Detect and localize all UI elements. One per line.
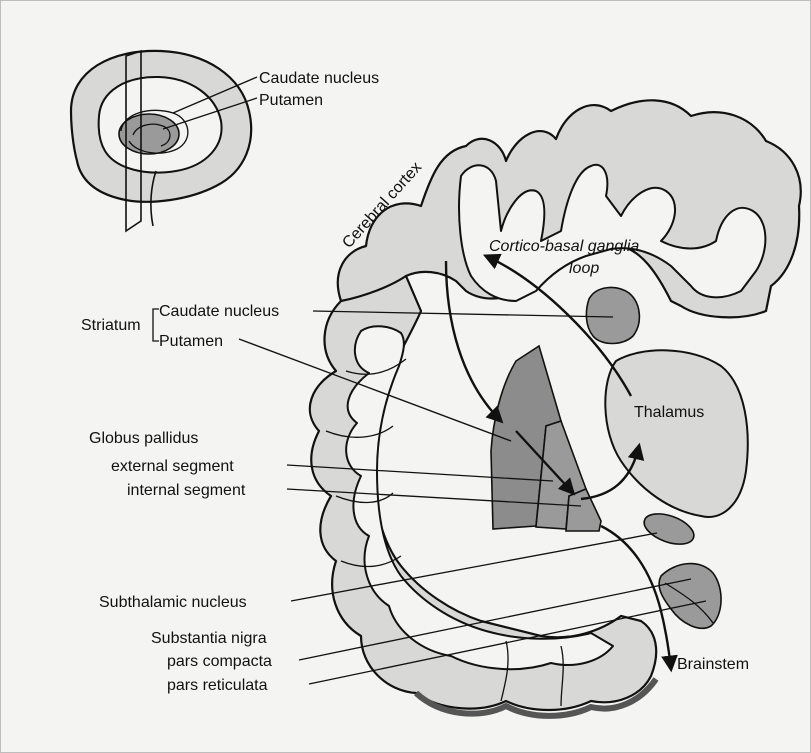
inset-caudate-label: Caudate nucleus: [259, 70, 379, 87]
substantia-nigra-shape: [659, 564, 721, 629]
brainstem-label: Brainstem: [677, 656, 749, 673]
loop-label-line1: Cortico-basal ganglia: [489, 238, 639, 255]
sn-compacta-label: pars compacta: [167, 653, 272, 670]
substantia-nigra-label: Substantia nigra: [151, 630, 267, 647]
inset-brain: [71, 51, 257, 231]
subthalamic-label: Subthalamic nucleus: [99, 594, 247, 611]
inset-putamen-label: Putamen: [259, 92, 323, 109]
striatum-putamen-label: Putamen: [159, 333, 223, 350]
gp-internal-label: internal segment: [127, 482, 246, 499]
gp-external-label: external segment: [111, 458, 234, 475]
striatum-label: Striatum: [81, 317, 141, 334]
loop-label-line2: loop: [569, 260, 599, 277]
striatum-caudate-label: Caudate nucleus: [159, 303, 279, 320]
globus-pallidus-label: Globus pallidus: [89, 430, 198, 447]
thalamus-label: Thalamus: [634, 404, 704, 421]
basal-ganglia-nuclei: [491, 287, 748, 628]
thalamus-shape: [605, 350, 747, 517]
sn-reticulata-label: pars reticulata: [167, 677, 268, 694]
caudate-nucleus-shape: [586, 287, 639, 343]
